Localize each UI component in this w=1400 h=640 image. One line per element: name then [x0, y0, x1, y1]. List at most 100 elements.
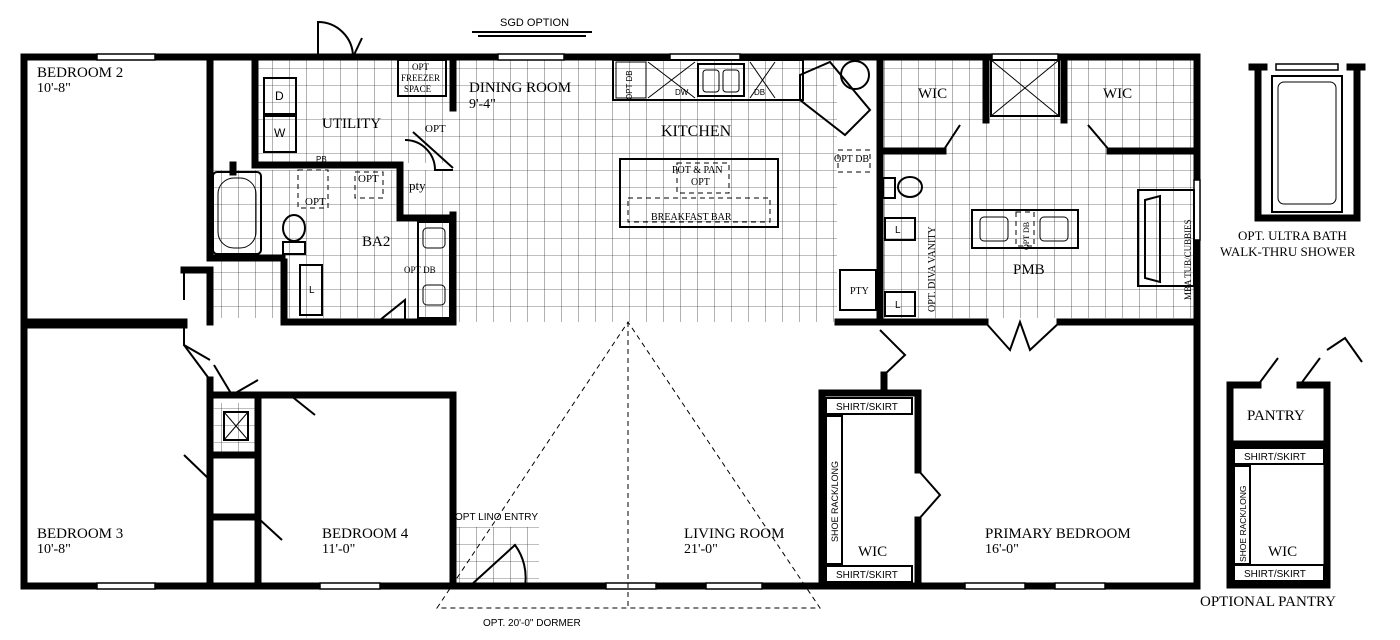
- bedroom2-door[interactable]: [183, 322, 211, 361]
- linen-tile: [214, 403, 258, 453]
- ba2-label: BA2: [362, 234, 390, 250]
- bedroom3-size: 10'-8": [37, 542, 71, 557]
- bedroom2-label: BEDROOM 2: [37, 65, 123, 81]
- lino-entry-label: OPT LINO ENTRY: [455, 512, 538, 523]
- svg-text:OPT: OPT: [425, 123, 446, 135]
- ba2-fixtures: OPT OPT pty BA2 L OPT DB: [212, 169, 451, 319]
- svg-text:SHIRT/SKIRT: SHIRT/SKIRT: [836, 570, 898, 581]
- ultra-bath-inset: OPT. ULTRA BATH WALK-THRU SHOWER: [1220, 63, 1366, 259]
- svg-text:L: L: [309, 285, 315, 296]
- pmb-linen-2: [884, 291, 916, 317]
- primary-bath-fixtures: WIC WIC L L OPT. DIVA VANITY OPT DB PMB …: [882, 59, 1195, 317]
- svg-text:SHIRT/SKIRT: SHIRT/SKIRT: [1244, 569, 1306, 580]
- ba2-tile: [213, 170, 453, 318]
- window: [605, 582, 657, 590]
- dryer: [263, 77, 297, 115]
- window: [96, 53, 156, 61]
- bedroom3-label: BEDROOM 3: [37, 526, 123, 542]
- window: [1054, 582, 1106, 590]
- wic-right-label: WIC: [1103, 86, 1132, 102]
- kitchen-sink: [697, 63, 745, 97]
- ba2-linen: [299, 264, 323, 316]
- ba2-door[interactable]: [379, 297, 406, 322]
- tiled-floors: [213, 60, 1196, 585]
- svg-text:D: D: [275, 89, 284, 103]
- dining-room-label: DINING ROOM: [469, 80, 571, 96]
- shower: [990, 59, 1060, 117]
- svg-text:OPT DB: OPT DB: [625, 70, 634, 100]
- pmb-door[interactable]: [879, 329, 907, 376]
- svg-text:POT & PAN: POT & PAN: [672, 165, 723, 176]
- svg-text:SHIRT/SKIRT: SHIRT/SKIRT: [836, 402, 898, 413]
- svg-text:DB: DB: [754, 88, 765, 97]
- svg-text:OPT: OPT: [305, 196, 326, 208]
- lino-entry-door[interactable]: [469, 543, 527, 587]
- pantry-label: PANTRY: [1247, 408, 1305, 424]
- living-room-label: LIVING ROOM: [684, 526, 784, 542]
- svg-text:PB: PB: [316, 155, 327, 164]
- freezer-space: [397, 59, 447, 97]
- pantry-wic-label: WIC: [1268, 544, 1297, 560]
- pty-small-label: pty: [409, 178, 426, 193]
- bedroom4-size: 11'-0": [322, 542, 355, 557]
- svg-text:MBA TUB/CUBBIES: MBA TUB/CUBBIES: [1183, 219, 1193, 300]
- pmb-vanity: [971, 209, 1079, 249]
- svg-text:SHOE RACK/LONG: SHOE RACK/LONG: [1238, 485, 1248, 562]
- window: [964, 582, 1026, 590]
- window: [96, 582, 156, 590]
- svg-text:OPT DB: OPT DB: [404, 265, 436, 275]
- svg-text:L: L: [895, 225, 901, 236]
- room-labels: BEDROOM 2 10'-8" BEDROOM 3 10'-8" BEDROO…: [37, 65, 1131, 557]
- bathtub: [212, 171, 262, 255]
- kitchen-counter: [612, 59, 804, 101]
- pmb-toilet: [897, 176, 923, 198]
- pantry-door[interactable]: [404, 139, 453, 171]
- kitchen-fixtures: OPT DB DW DB KITCHEN POT & PAN OPT BREAK…: [469, 59, 877, 311]
- primary-bedroom-size: 16'-0": [985, 542, 1019, 557]
- sgd-option: SGD OPTION: [472, 17, 592, 37]
- svg-text:OPT. DIVA VANITY: OPT. DIVA VANITY: [927, 226, 938, 312]
- closet-double-door[interactable]: [984, 319, 1061, 352]
- lino-entry-tile: [453, 527, 539, 585]
- wic-closet-label: WIC: [858, 544, 887, 560]
- walk-thru-shower: [1271, 75, 1343, 213]
- hall-linen: [223, 411, 249, 441]
- mba-tub: [1137, 189, 1195, 287]
- pmb-label: PMB: [1013, 262, 1045, 278]
- exterior-door[interactable]: [317, 20, 354, 58]
- svg-text:SHIRT/SKIRT: SHIRT/SKIRT: [1244, 452, 1306, 463]
- window: [497, 53, 565, 61]
- optional-pantry-inset: PANTRY SHIRT/SKIRT SHIRT/SKIRT SHOE RACK…: [1200, 336, 1363, 610]
- svg-text:W: W: [274, 126, 286, 140]
- living-room-size: 21'-0": [684, 542, 718, 557]
- primary-bedroom-label: PRIMARY BEDROOM: [985, 526, 1131, 542]
- svg-text:L: L: [895, 300, 901, 311]
- sgd-option-label: SGD OPTION: [500, 17, 569, 29]
- kitchen-dining-tile: [453, 60, 837, 322]
- utility-label: UTILITY: [322, 116, 381, 132]
- kitchen-label: KITCHEN: [661, 123, 732, 140]
- svg-text:OPT: OPT: [358, 173, 379, 185]
- svg-text:OPT. ULTRA BATH: OPT. ULTRA BATH: [1238, 228, 1347, 243]
- svg-text:DW: DW: [675, 88, 689, 97]
- svg-text:FREEZER: FREEZER: [401, 73, 440, 83]
- wic-left-label: WIC: [918, 86, 947, 102]
- washer: [263, 115, 297, 153]
- utility-appliances: D W OPT FREEZER SPACE UTILITY PB OPT: [263, 59, 447, 164]
- ba2-vanity: [417, 221, 451, 319]
- wic-door[interactable]: [917, 469, 942, 521]
- bedroom3-door[interactable]: [183, 454, 211, 481]
- dormer-outline: OPT. 20'-0" DORMER: [436, 321, 821, 629]
- primary-wic: SHIRT/SKIRT SHIRT/SKIRT SHOE RACK/LONG W…: [825, 397, 913, 583]
- dining-size: 9'-4": [469, 97, 496, 112]
- corner-range: [799, 60, 872, 137]
- kitchen-pantry: [839, 269, 877, 311]
- svg-text:OPT DB: OPT DB: [1022, 222, 1031, 250]
- svg-text:SPACE: SPACE: [404, 84, 432, 94]
- window: [705, 582, 763, 590]
- bedroom4-door[interactable]: [289, 394, 316, 416]
- svg-text:PTY: PTY: [850, 286, 869, 297]
- svg-text:OPT: OPT: [412, 62, 430, 72]
- dormer-label: OPT. 20'-0" DORMER: [483, 618, 581, 629]
